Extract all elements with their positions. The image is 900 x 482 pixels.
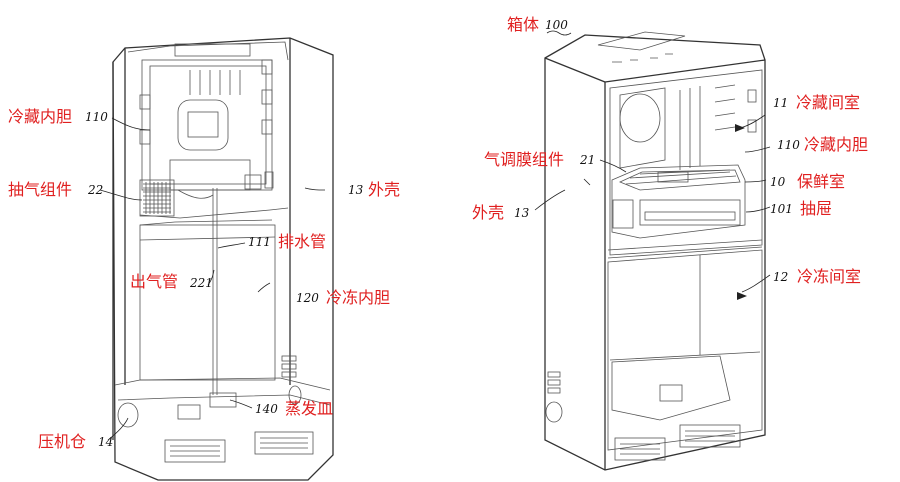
ref-10: 10 (770, 175, 786, 189)
ref-221: 221 (189, 276, 213, 290)
label-drawer: 抽屉 (800, 199, 832, 218)
left-back-panel (141, 59, 273, 191)
right-outer-shell (544, 34, 766, 471)
ref-111: 111 (248, 235, 271, 249)
label-outer-shell-left: 外壳 (368, 180, 400, 199)
ref-101: 101 (770, 202, 793, 216)
ref-110-right: 110 (777, 138, 800, 152)
right-fridge-drawing (544, 31, 766, 471)
left-leader-lines (99, 117, 326, 441)
label-evaporating-dish: 蒸发皿 (285, 399, 333, 418)
arrows (583, 124, 747, 300)
ref-11: 11 (773, 96, 788, 110)
ref-100: 100 (545, 18, 568, 32)
ref-22: 22 (87, 183, 103, 197)
left-fridge-drawing (112, 37, 334, 481)
label-freezer-compartment: 冷冻间室 (797, 267, 861, 286)
ref-13-right: 13 (514, 206, 530, 220)
label-drain-pipe: 排水管 (278, 232, 326, 251)
right-freezer-compartment (607, 249, 763, 451)
label-fresh-keeping-chamber: 保鲜室 (797, 172, 845, 191)
arrow-icon (737, 292, 747, 300)
ref-120: 120 (296, 291, 319, 305)
label-refrigerator-compartment: 冷藏间室 (796, 93, 860, 112)
arrow-icon (735, 124, 745, 132)
label-outer-shell-right: 外壳 (472, 203, 504, 222)
ref-12: 12 (773, 270, 788, 284)
ref-110-left: 110 (85, 110, 108, 124)
label-refrigerator-liner: 冷藏内胆 (8, 107, 72, 126)
left-labels: 冷藏内胆 110 抽气组件 22 13 外壳 111 排水管 出气管 221 1… (8, 107, 400, 451)
ref-140: 140 (255, 402, 278, 416)
ref-13-left: 13 (348, 183, 364, 197)
label-pump-assembly: 抽气组件 (8, 180, 72, 199)
left-freezer-liner (139, 224, 276, 381)
left-pump-grid (139, 179, 175, 217)
ref-21: 21 (579, 153, 595, 167)
left-outer-shell (112, 37, 334, 481)
right-labels: 箱体 100 11 冷藏间室 110 冷藏内胆 气调膜组件 21 10 保鲜室 … (472, 15, 868, 286)
right-leader-lines (534, 30, 771, 293)
label-gas-outlet-pipe: 出气管 (130, 272, 178, 291)
label-cabinet: 箱体 (507, 15, 539, 34)
right-drawer (611, 164, 746, 239)
label-membrane-assembly: 气调膜组件 (484, 150, 564, 169)
right-fridge-compartment (609, 69, 763, 256)
label-freezer-liner: 冷冻内胆 (326, 288, 390, 307)
ref-14: 14 (98, 435, 113, 449)
label-compressor-bay: 压机仓 (38, 432, 86, 451)
label-refrigerator-liner-right: 冷藏内胆 (804, 135, 868, 154)
